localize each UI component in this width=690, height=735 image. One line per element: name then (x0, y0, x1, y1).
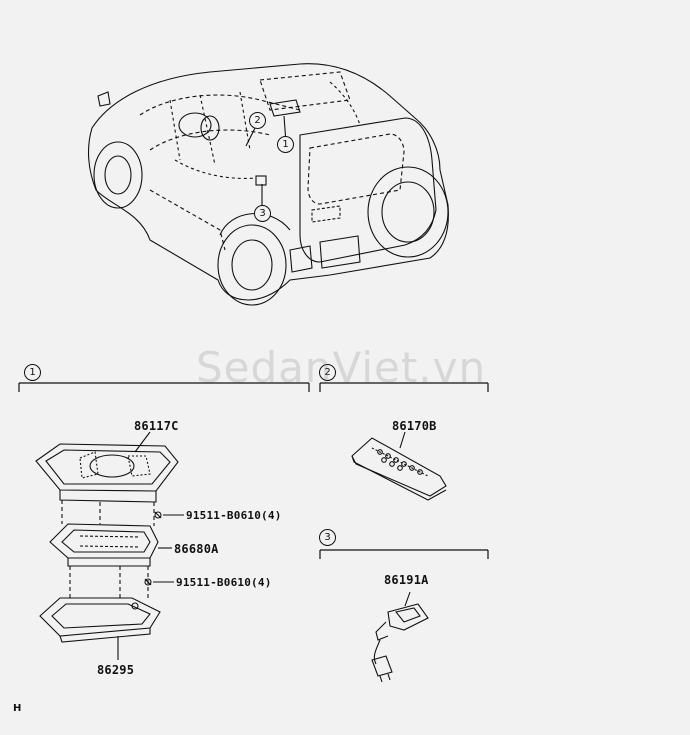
part-86680A: 86680A (174, 542, 219, 556)
sensor-part (371, 591, 429, 683)
callout-2: 2 (249, 112, 266, 129)
part-86117C: 86117C (134, 419, 179, 433)
part-bolt-lower: 91511-B0610(4) (176, 576, 272, 589)
callout-1: 1 (277, 136, 294, 153)
part-86170B: 86170B (392, 419, 437, 433)
section-3-marker: 3 (319, 529, 336, 546)
footer-code: H (13, 703, 22, 714)
section-rules (18, 382, 489, 559)
remote-control (351, 431, 447, 501)
monitor-assembly (35, 431, 184, 660)
watermark: SedanViet.vn (196, 343, 487, 392)
section-1-marker: 1 (24, 364, 41, 381)
part-86295: 86295 (97, 663, 135, 677)
callout-3: 3 (254, 205, 271, 222)
vehicle-illustration (88, 63, 449, 306)
section-2-marker: 2 (319, 364, 336, 381)
part-bolt-upper: 91511-B0610(4) (186, 509, 282, 522)
part-86191A: 86191A (384, 573, 429, 587)
